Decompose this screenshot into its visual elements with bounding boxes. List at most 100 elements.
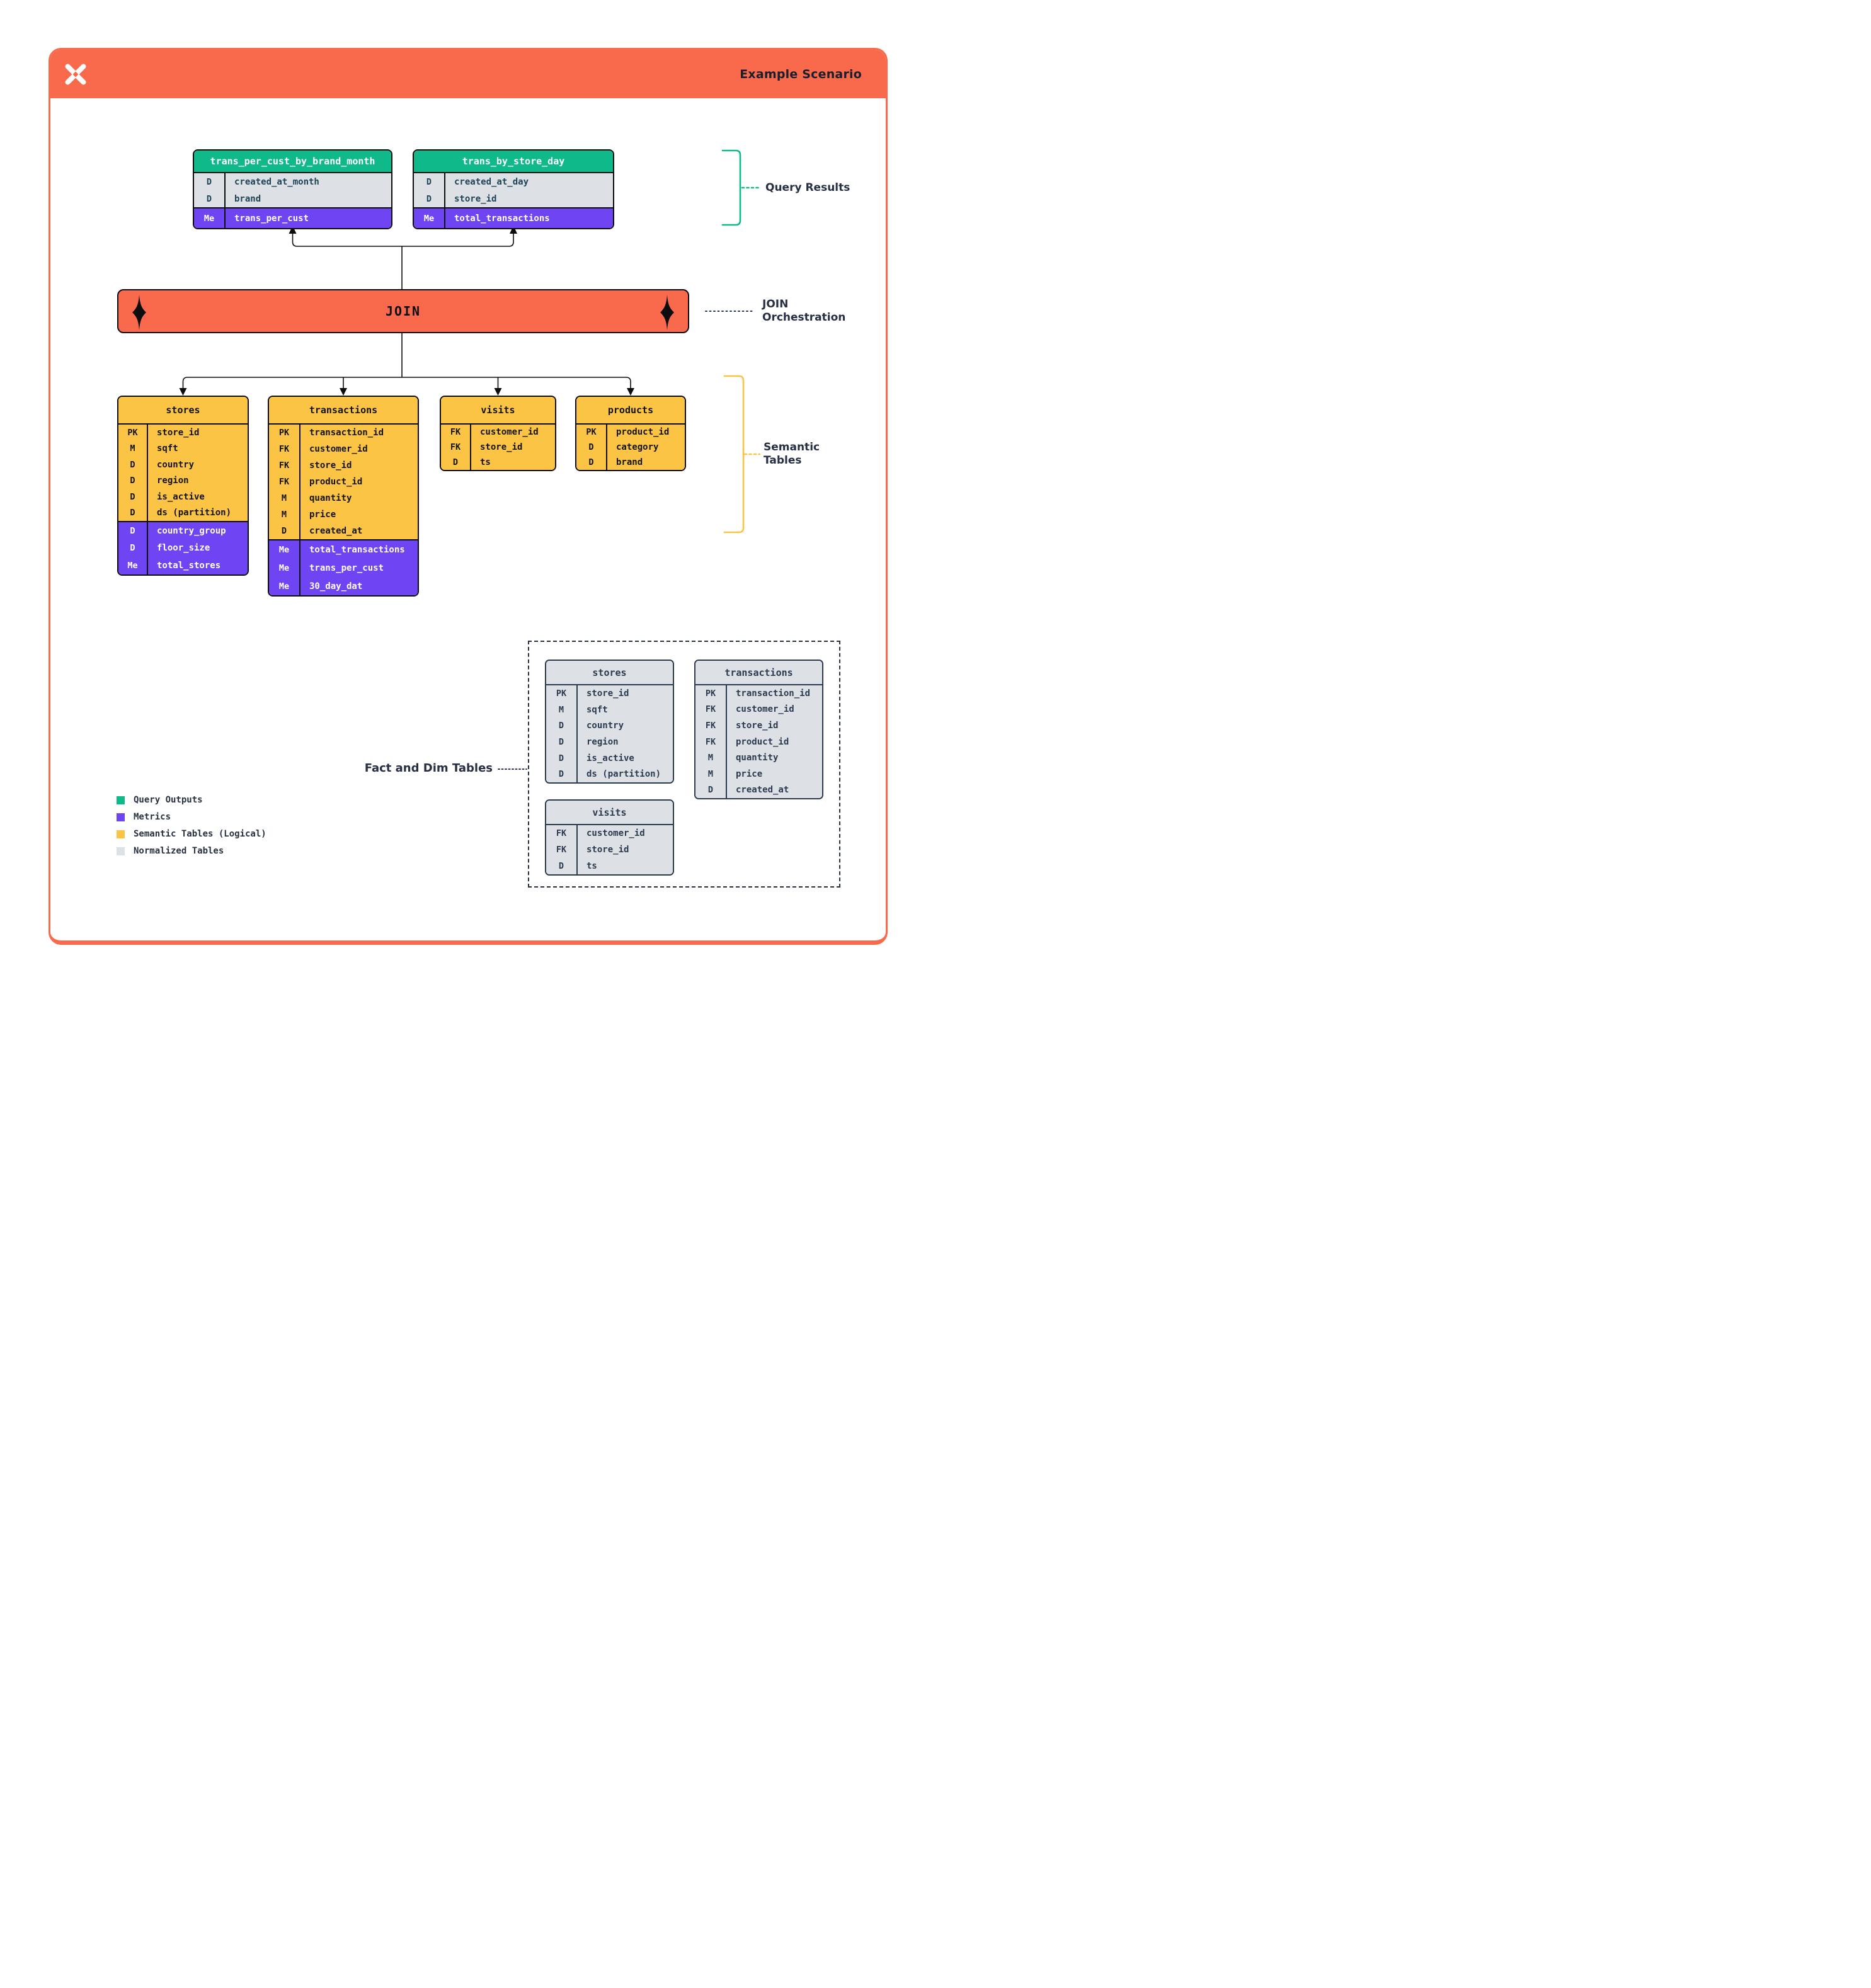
field-name-cell: ds (partition): [157, 508, 232, 518]
field-key-cell: M: [269, 490, 300, 506]
field-key-cell: D: [546, 750, 578, 767]
pinwheel-x-logo-icon: [65, 64, 86, 84]
field-key-cell: D: [414, 190, 445, 207]
scenario-card: Example Scenario JOIN trans_per_cust_by_…: [49, 48, 888, 945]
normalized-tables-box: [528, 641, 840, 888]
field-name-cell: is_active: [157, 491, 205, 502]
field-name-cell: store_id: [157, 427, 200, 438]
fact-dim-label: Fact and Dim Tables: [365, 762, 493, 775]
field-key-cell: D: [695, 782, 727, 799]
sparkle-icon: [660, 295, 674, 330]
field-name-cell: brand: [616, 457, 643, 467]
arrowhead-down-stores: [179, 388, 187, 396]
field-key-cell: D: [118, 472, 148, 489]
field-key-cell: D: [269, 523, 300, 539]
field-key-cell: D: [546, 717, 578, 734]
field-name-cell: product_id: [309, 477, 363, 487]
field-key-cell: M: [695, 765, 727, 782]
arrowhead-down-visits: [494, 388, 502, 396]
field-key-cell: D: [118, 457, 148, 473]
legend-label: Semantic Tables (Logical): [134, 829, 266, 839]
join-bar: JOIN: [117, 289, 689, 333]
table-row: FK product_id: [269, 474, 418, 490]
field-name-cell: store_id: [586, 845, 629, 855]
page: { "header": { "title": "Example Scenario…: [0, 0, 936, 994]
field-key-cell: FK: [546, 842, 578, 858]
field-key-cell: D: [546, 858, 578, 874]
table-title: transactions: [269, 397, 418, 425]
field-name-cell: total_transactions: [309, 544, 405, 555]
field-key-cell: M: [269, 506, 300, 523]
field-key-cell: M: [118, 440, 148, 457]
field-key-cell: FK: [269, 441, 300, 457]
table-title: visits: [441, 397, 555, 425]
table-title: trans_by_store_day: [414, 151, 613, 173]
join-orchestration-line2: Orchestration: [762, 311, 846, 324]
legend-swatch: [117, 847, 125, 855]
sparkle-icon: [132, 295, 146, 330]
field-name-cell: country_group: [157, 525, 226, 536]
field-key-cell: FK: [269, 457, 300, 474]
connector-join-to-query-tables: [292, 227, 514, 247]
semantic-tables-label: Semantic Tables: [764, 441, 820, 467]
field-name-cell: created_at_month: [234, 176, 319, 187]
field-name-cell: ds (partition): [586, 769, 661, 780]
field-key-cell: FK: [441, 440, 471, 455]
field-name-cell: total_transactions: [454, 213, 550, 224]
page-title: Example Scenario: [740, 67, 862, 81]
field-key-cell: D: [118, 522, 148, 540]
field-name-cell: 30_day_dat: [309, 581, 363, 591]
field-name-cell: store_id: [480, 442, 523, 452]
field-key-cell: FK: [269, 474, 300, 490]
field-name-cell: store_id: [586, 688, 629, 699]
field-key-cell: D: [576, 440, 607, 455]
query-results-label: Query Results: [765, 181, 850, 195]
table-title: visits: [546, 801, 673, 825]
field-key-cell: M: [546, 701, 578, 718]
field-key-cell: FK: [695, 733, 727, 750]
field-key-cell: D: [118, 489, 148, 505]
field-key-cell: PK: [269, 425, 300, 441]
field-key-cell: PK: [576, 425, 607, 440]
field-key-cell: D: [194, 190, 226, 207]
legend-label: Normalized Tables: [134, 846, 224, 856]
